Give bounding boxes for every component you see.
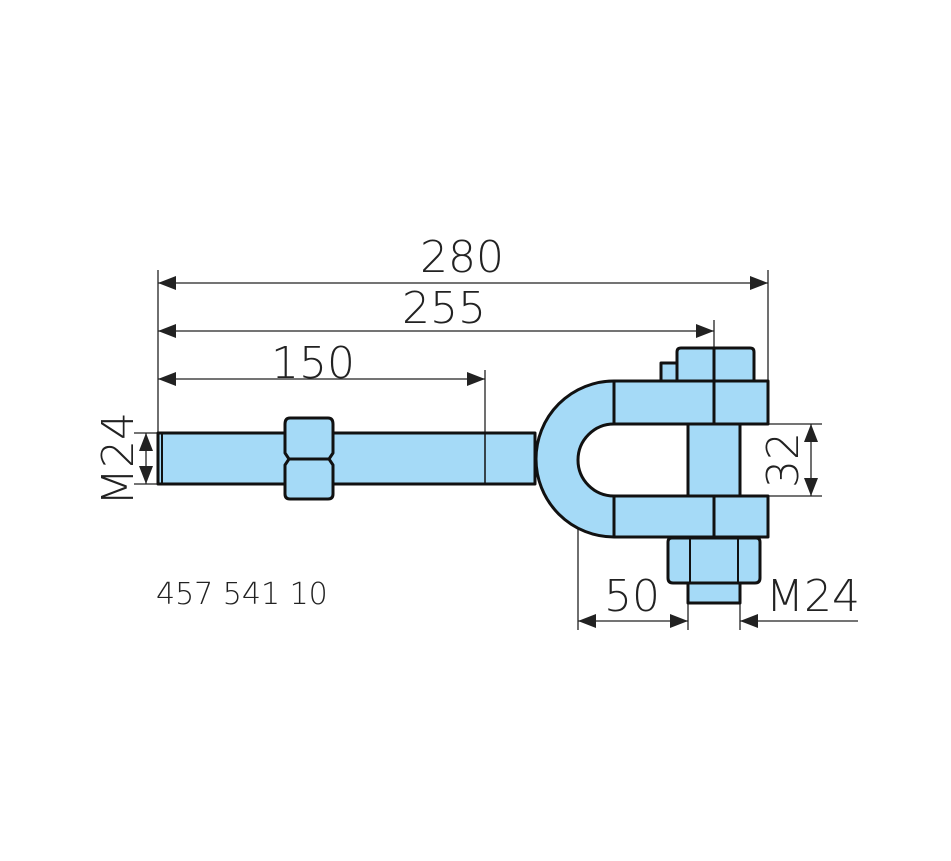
- dim-150: 150: [158, 338, 485, 389]
- dim-255-label: 255: [402, 283, 486, 334]
- dim-50-label: 50: [604, 571, 660, 622]
- dim-m24-pin-label: M24: [766, 571, 860, 622]
- dim-50: 50: [578, 571, 688, 628]
- part-number: 457 541 10: [156, 577, 328, 612]
- dim-280-label: 280: [420, 232, 504, 283]
- dim-255: 255: [158, 283, 714, 338]
- rod-nut: [283, 416, 335, 501]
- pin-nut: [666, 536, 762, 605]
- dim-280: 280: [158, 232, 768, 290]
- shackle-body: [534, 379, 770, 539]
- dim-32-label: 32: [758, 432, 809, 488]
- dim-m24-pin: M24: [740, 571, 860, 628]
- pin-head: [659, 346, 756, 383]
- dim-m24-rod: M24: [93, 412, 153, 506]
- dim-m24-rod-label: M24: [93, 412, 144, 506]
- threaded-rod: [156, 431, 537, 486]
- dim-32: 32: [758, 424, 818, 496]
- dim-150-label: 150: [271, 338, 355, 389]
- shackle-pin: [686, 422, 742, 498]
